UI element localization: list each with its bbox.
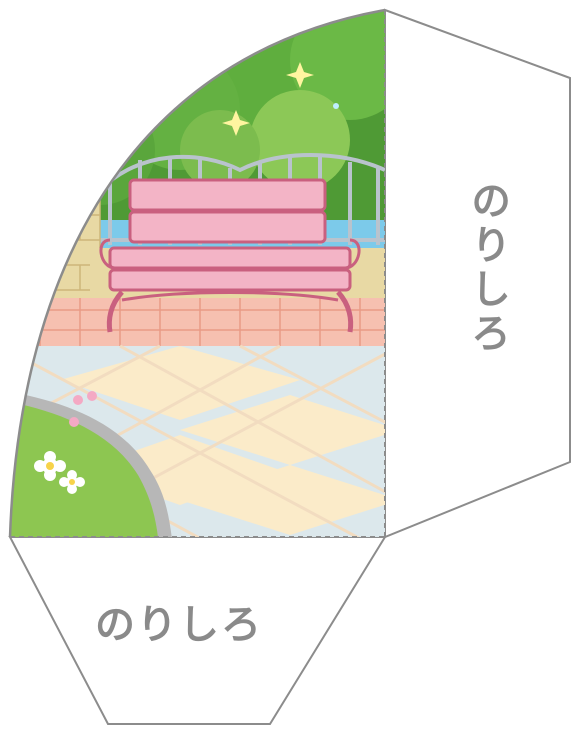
scene-cut-outline xyxy=(8,8,386,538)
right-glue-tab-label: のりしろ xyxy=(464,180,510,356)
flower-bed-curb xyxy=(10,298,385,346)
park-bench xyxy=(99,178,361,333)
daisy-icon xyxy=(34,451,85,494)
sparkle-icon xyxy=(222,62,339,136)
pink-flower-icon xyxy=(69,391,97,427)
bottom-glue-tab-label: のりしろ xyxy=(95,602,263,648)
lawn xyxy=(10,390,175,537)
